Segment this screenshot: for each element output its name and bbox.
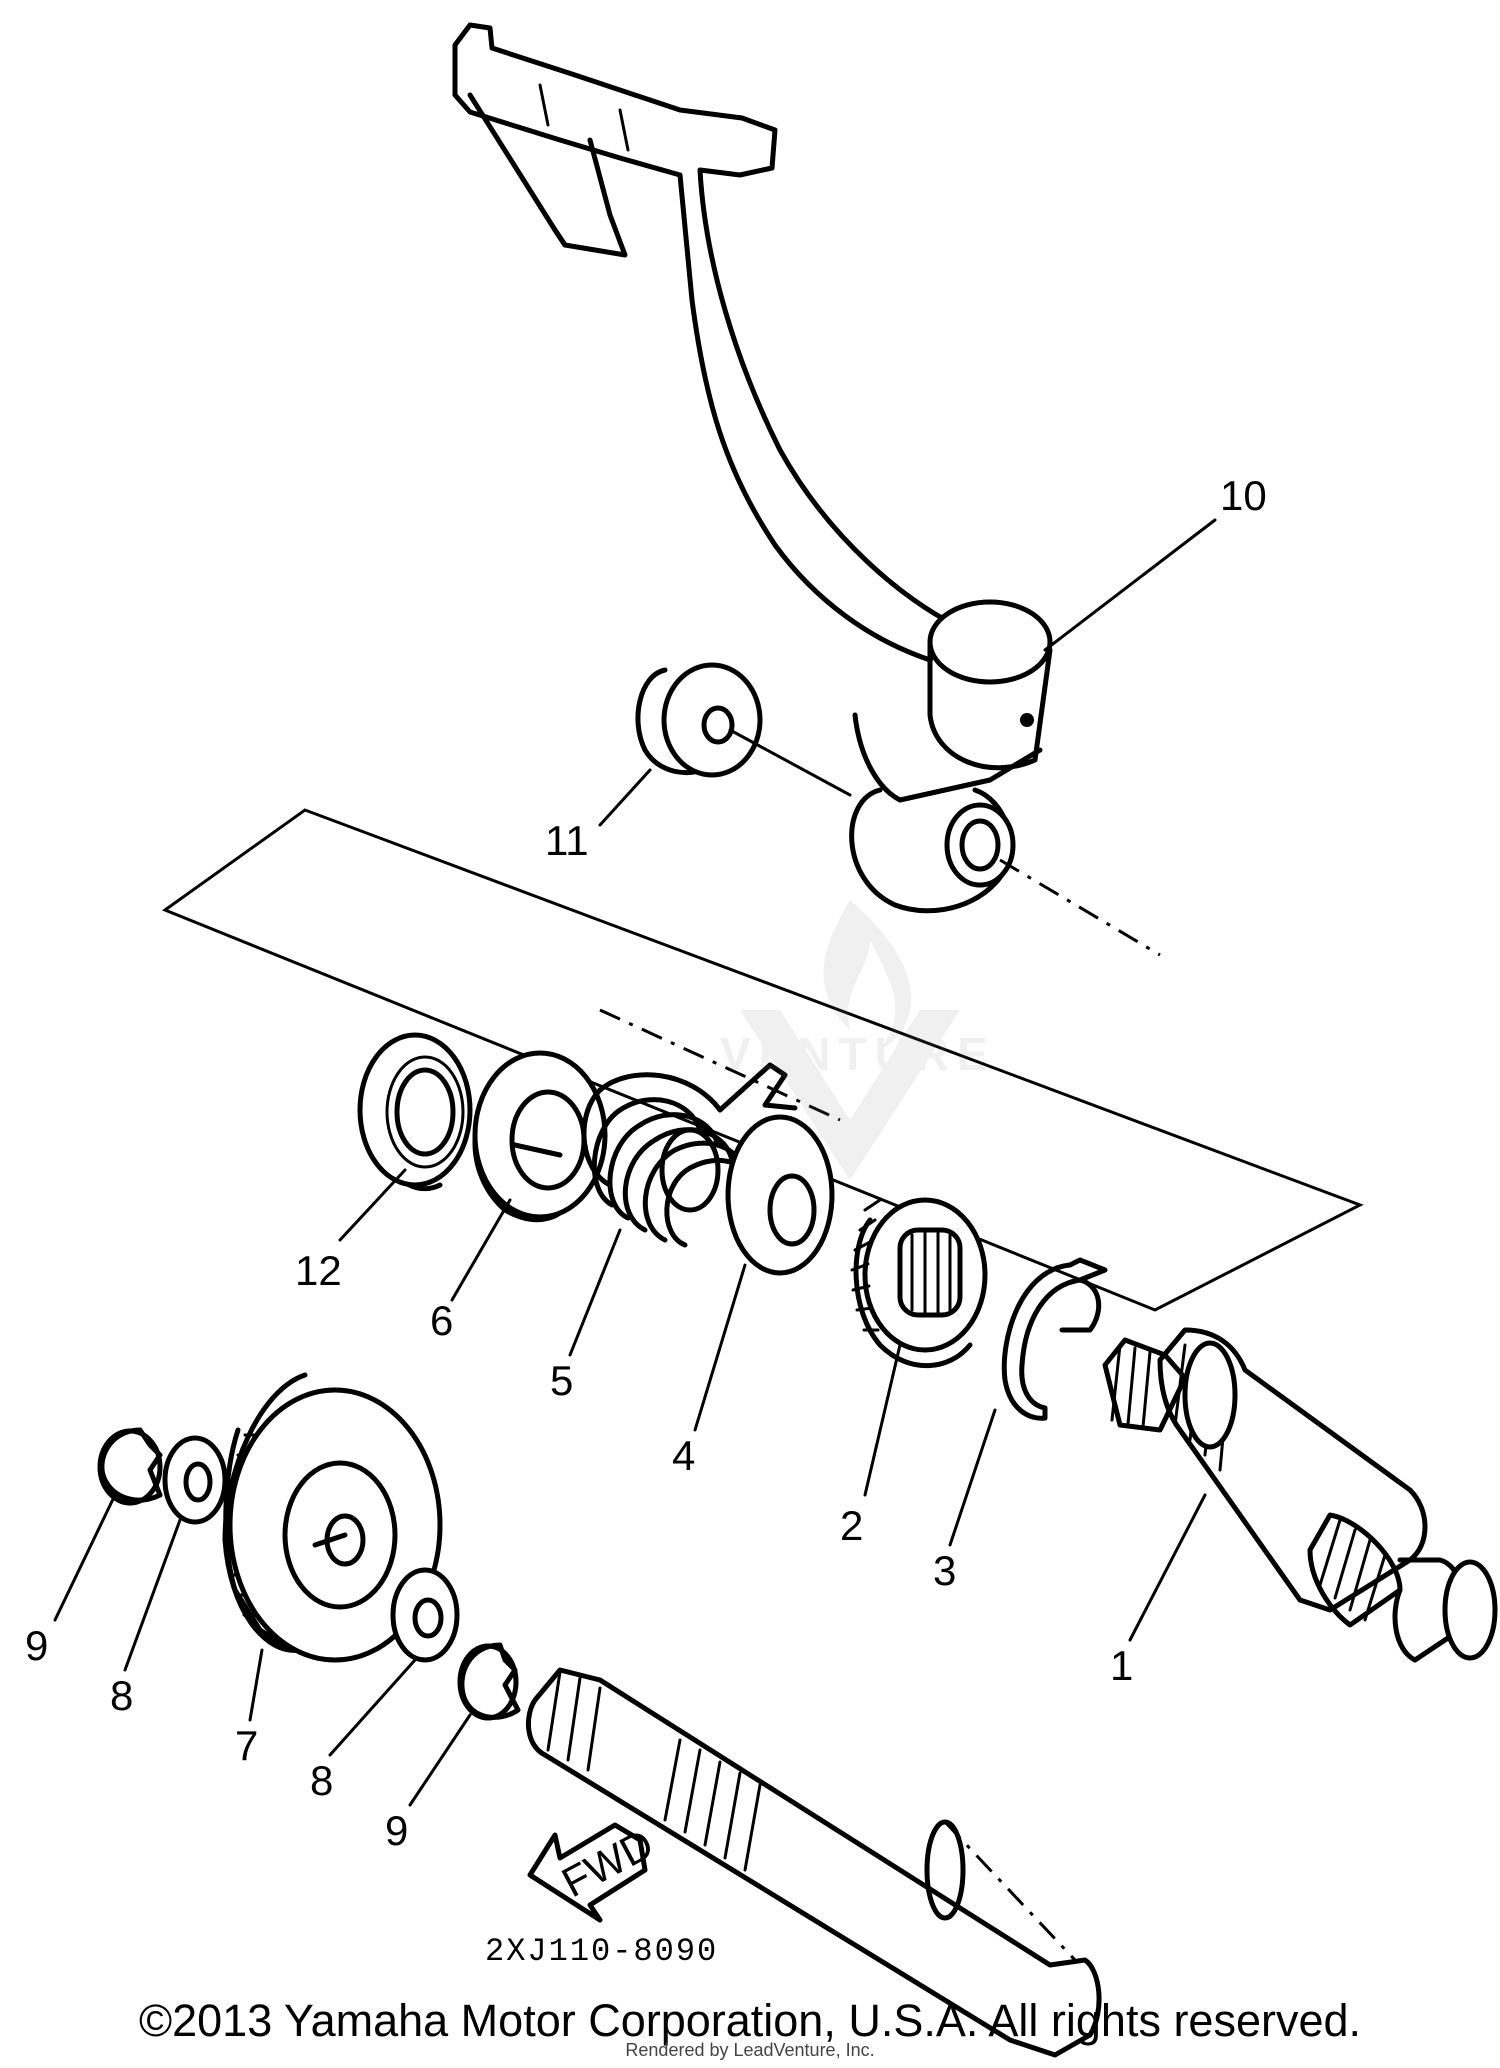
callout-7: 7 — [235, 1722, 258, 1769]
callout-12: 12 — [295, 1247, 342, 1294]
fwd-arrow: FWD — [527, 1820, 661, 1923]
callout-4: 4 — [672, 1432, 695, 1479]
callout-1: 1 — [1110, 1642, 1133, 1689]
idle-gear — [222, 1372, 443, 1663]
callout-2: 2 — [840, 1502, 863, 1549]
washer-lower — [390, 1567, 460, 1663]
callout-numbers: 10 11 12 6 5 4 2 3 1 9 8 7 8 9 — [25, 472, 1267, 1854]
callout-6: 6 — [430, 1297, 453, 1344]
callout-9-lower: 9 — [385, 1807, 408, 1854]
callout-3: 3 — [933, 1547, 956, 1594]
circlip-lower — [457, 1642, 521, 1721]
callout-8-lower: 8 — [310, 1757, 333, 1804]
copyright-notice: ©2013 Yamaha Motor Corporation, U.S.A. A… — [138, 1995, 1362, 2046]
spring-guide — [472, 1050, 608, 1222]
washer-upper — [162, 1435, 228, 1525]
ratchet-wheel — [850, 1197, 988, 1369]
callout-11: 11 — [545, 817, 589, 864]
leader-lines — [53, 518, 1217, 1807]
callout-8-upper: 8 — [110, 1672, 133, 1719]
idle-gear-shaft — [525, 1667, 1102, 2058]
kick-axle — [1102, 1327, 1498, 1663]
part-code: 2XJ110-8090 — [485, 1933, 718, 1970]
callout-5: 5 — [550, 1357, 573, 1404]
washer — [725, 1114, 835, 1276]
circlip — [1001, 1257, 1108, 1421]
circlip-upper — [97, 1427, 163, 1506]
kick-crank-lever — [452, 22, 1053, 914]
callout-10: 10 — [1220, 472, 1267, 519]
render-credit: Rendered by LeadVenture, Inc. — [625, 2040, 875, 2060]
oil-seal — [357, 1032, 473, 1192]
nut — [635, 662, 763, 778]
callout-9-upper: 9 — [25, 1622, 48, 1669]
